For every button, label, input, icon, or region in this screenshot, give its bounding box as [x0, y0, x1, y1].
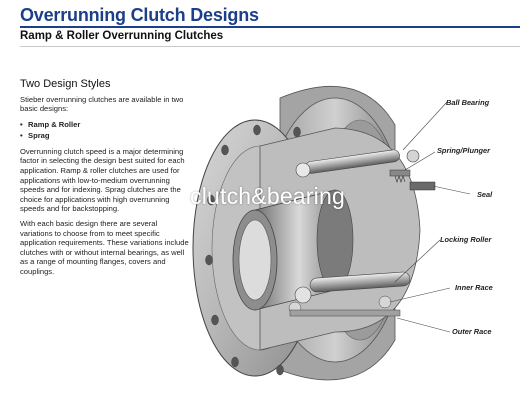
text-column: Two Design Styles Stieber overrunning cl…	[20, 78, 190, 282]
design-list: Ramp & Roller Sprag	[20, 119, 190, 141]
callout-outer-race: Outer Race	[452, 327, 492, 336]
bolt-holes	[205, 124, 301, 376]
callout-ball-bearing: Ball Bearing	[446, 98, 490, 107]
watermark: clutch&bearing	[190, 183, 345, 209]
subtitle-rule	[20, 46, 520, 47]
title-rule	[20, 26, 520, 28]
callout-spring-plunger: Spring/Plunger	[437, 146, 490, 155]
upper-roller	[295, 149, 420, 178]
page-subtitle: Ramp & Roller Overrunning Clutches	[20, 30, 224, 42]
design-item-ramp-roller: Ramp & Roller	[20, 119, 190, 130]
seal	[409, 181, 436, 191]
speed-paragraph: Overrunning clutch speed is a major dete…	[20, 146, 185, 214]
design-item-sprag: Sprag	[20, 130, 190, 141]
callout-seal: Seal	[477, 190, 493, 199]
callout-lines	[389, 101, 471, 333]
callout-inner-race: Inner Race	[455, 283, 493, 292]
variations-paragraph: With each basic design there are several…	[20, 218, 189, 276]
page-title: Overrunning Clutch Designs	[20, 5, 259, 25]
intro-paragraph: Stieber overrunning clutches are availab…	[20, 94, 184, 114]
title-bar: Overrunning Clutch Designs	[0, 0, 530, 28]
locking-roller	[294, 271, 411, 304]
lower-bearing	[288, 295, 401, 317]
clutch-cutaway-diagram	[192, 85, 471, 381]
callout-locking-roller: Locking Roller	[440, 235, 492, 244]
section-heading: Two Design Styles	[20, 78, 111, 90]
spring-plunger	[389, 169, 411, 183]
